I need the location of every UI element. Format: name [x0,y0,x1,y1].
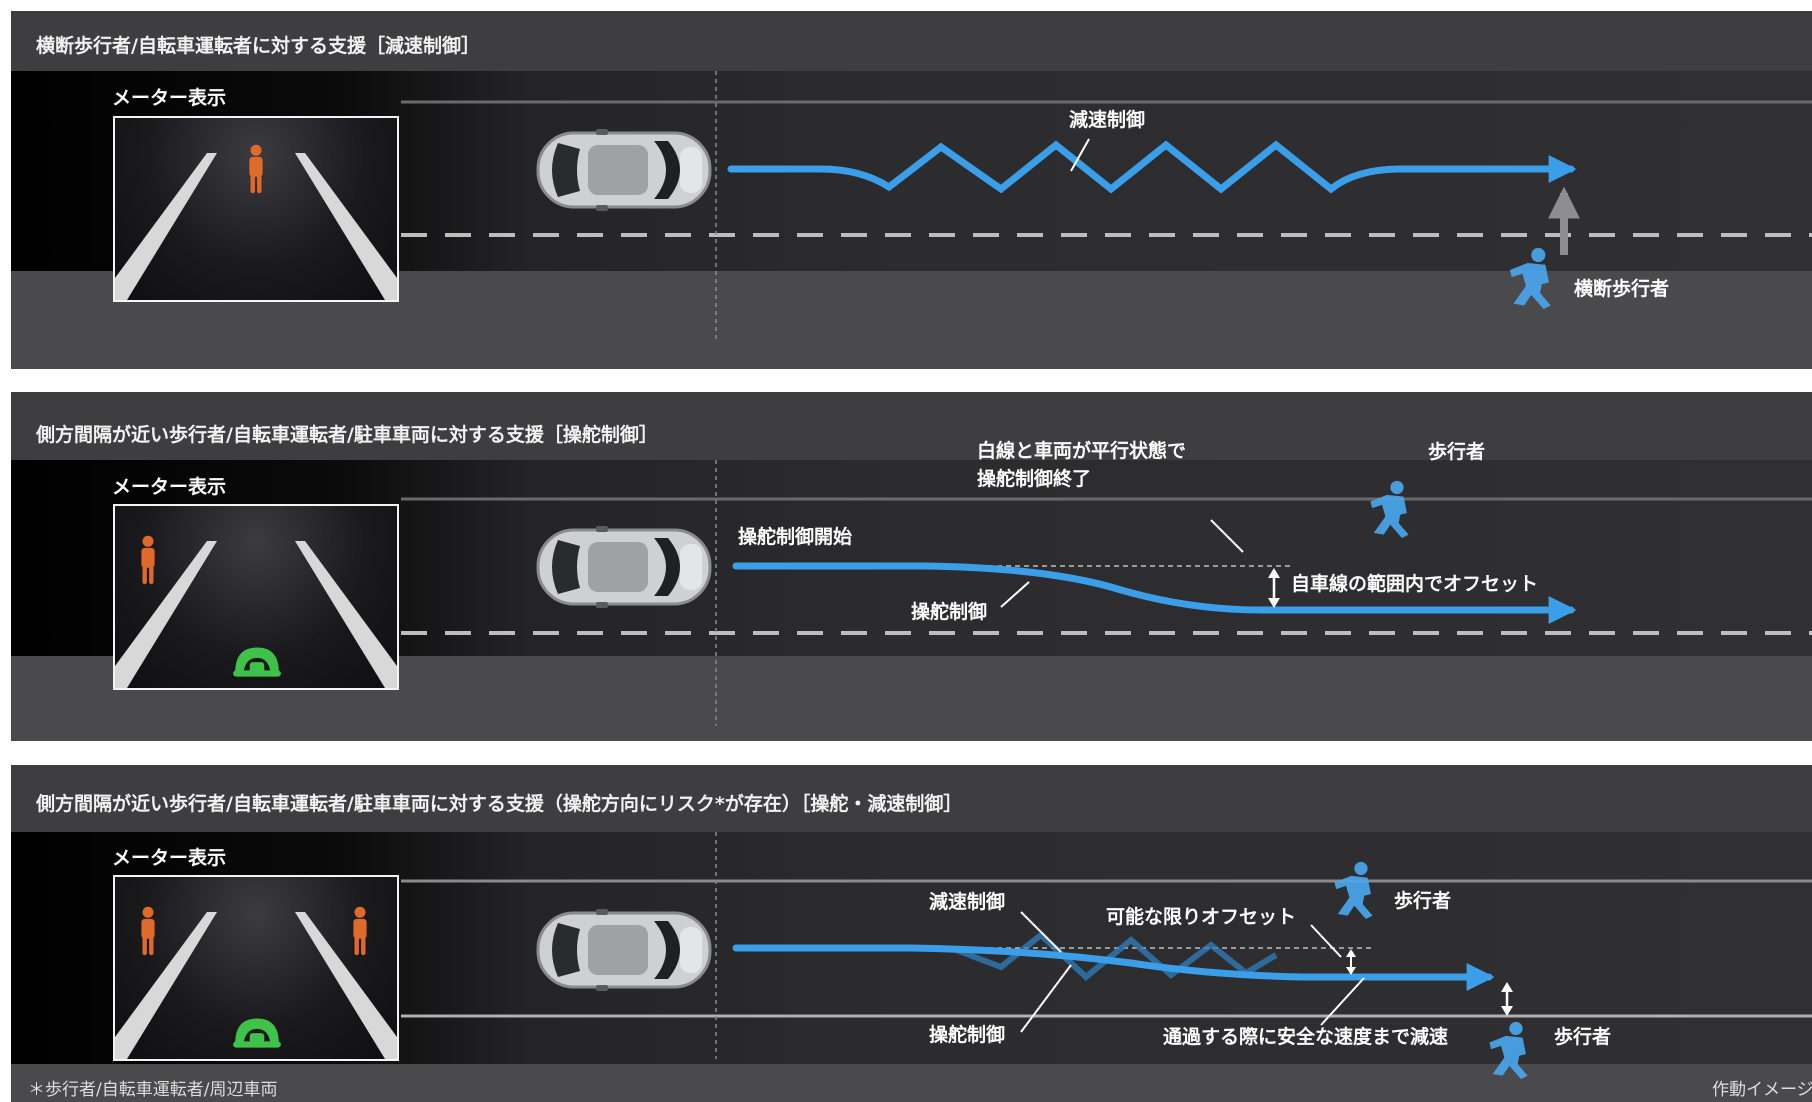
meter-display [113,116,399,302]
crossing-pedestrian-figure [1509,247,1551,309]
pedestrian-warning-icon-right [353,906,367,956]
decel-label: 減速制御 [1069,109,1146,131]
decel-label: 減速制御 [929,891,1006,913]
steering-assist-icon [233,647,281,677]
pedestrian-figure-top [1334,861,1373,919]
callout-steering [1020,964,1072,1033]
pedestrian-warning-icon-left [141,906,155,956]
pedestrian-label: 歩行者 [1428,441,1486,463]
callout-end [1210,519,1244,553]
panel-title: 側方間隔が近い歩行者/自転車運転者/駐車車両に対する支援［操舵制御］ [36,424,658,446]
crossing-pedestrian-label: 横断歩行者 [1574,278,1670,300]
callout-decel [1020,911,1062,953]
steering-label: 操舵制御 [929,1024,1006,1046]
steering-end-label-1: 白線と車両が平行状態で [977,440,1187,462]
panel-deceleration: 横断歩行者/自転車運転者に対する支援［減速制御］ 減速制御 横断歩行者 メーター… [11,11,1812,369]
offset-arrow-head-top [1346,949,1356,957]
offset-arrow-head-top [1268,568,1280,578]
meter-display [113,504,399,690]
image-note: 作動イメージ [1712,1080,1812,1100]
safe-speed-label: 通過する際に安全な速度まで減速 [1163,1026,1449,1048]
meter-graphic [115,535,397,688]
steering-end-label-2: 操舵制御終了 [977,468,1092,490]
meter-graphic [115,906,397,1059]
meter-graphic [115,144,397,300]
pedestrian-warning-icon [141,535,155,585]
callout-offset [1310,924,1342,958]
panel-title: 横断歩行者/自転車運転者に対する支援［減速制御］ [36,35,480,57]
pedestrian-bottom-label: 歩行者 [1554,1026,1612,1048]
steering-path [732,562,1577,624]
road-shoulder [11,1064,1812,1102]
offset-label: 自車線の範囲内でオフセット [1291,573,1539,595]
callout-line [1070,138,1090,172]
offset-arrow-head-bottom [1346,967,1356,975]
clearance-arrow-head-bottom [1501,1006,1513,1016]
offset-arrow-head-bottom [1268,598,1280,608]
callout-steering [1000,581,1030,608]
steering-start-label: 操舵制御開始 [738,526,853,548]
vehicle [536,524,712,610]
offset-label: 可能な限りオフセット [1106,906,1297,928]
road-overlay [401,460,1812,726]
meter-label: メーター表示 [112,476,227,498]
pedestrian-figure-bottom [1489,1021,1528,1079]
panel-steering-deceleration: 側方間隔が近い歩行者/自転車運転者/駐車車両に対する支援（操舵方向にリスク*が存… [11,765,1812,1102]
pedestrian-figure [1370,480,1409,538]
panel-title: 側方間隔が近い歩行者/自転車運転者/駐車車両に対する支援（操舵方向にリスク*が存… [36,793,963,815]
meter-display [113,875,399,1061]
callout-safe-speed [1320,977,1365,1026]
steering-assist-icon [233,1018,281,1048]
meter-label: メーター表示 [112,847,227,869]
panel-steering: 側方間隔が近い歩行者/自転車運転者/駐車車両に対する支援［操舵制御］ 操舵制御開… [11,392,1812,741]
deceleration-path [727,140,1577,194]
steering-label: 操舵制御 [911,601,988,623]
deceleration-wave [949,931,1278,981]
footnote: ＊歩行者/自転車運転者/周辺車両 [28,1080,278,1100]
clearance-arrow-head-top [1501,982,1513,992]
vehicle [536,907,712,993]
road-overlay [401,71,1812,339]
steering-path [732,944,1495,991]
meter-label: メーター表示 [112,87,227,109]
road-overlay [401,832,1812,1079]
pedestrian-top-label: 歩行者 [1394,890,1452,912]
vehicle [536,127,712,213]
pedestrian-warning-icon [249,144,263,194]
